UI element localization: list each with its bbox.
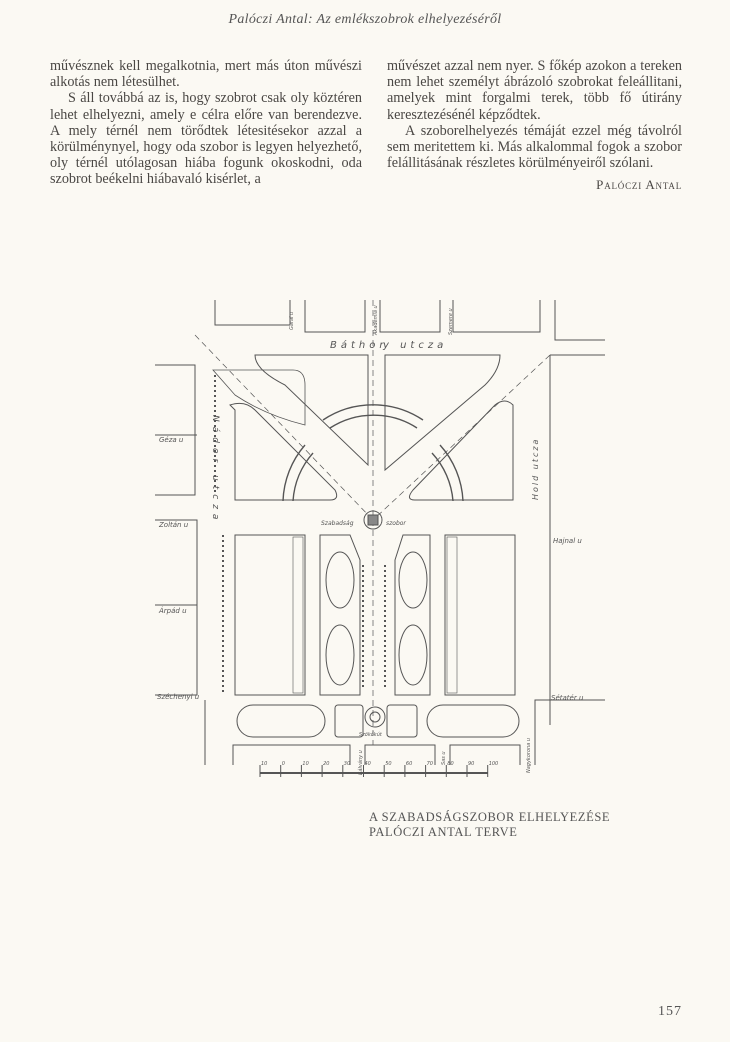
top-blocks — [214, 300, 605, 341]
label-hajnal: Hajnal u — [553, 537, 582, 545]
scale-tick-label: 20 — [323, 761, 329, 767]
caption-line: PALÓCZI ANTAL TERVE — [369, 825, 518, 839]
paragraph: S áll továbbá az is, hogy szobrot csak o… — [50, 90, 362, 188]
label-zoltan: Zoltán u — [158, 521, 189, 529]
label-bathory: Báthor — [330, 339, 387, 351]
label-szemere: Szemere u — [448, 308, 454, 335]
label-nagykorona: Nagykorona u — [526, 738, 532, 773]
label-utcza: y utcza — [382, 340, 447, 351]
author-signature: Palóczi Antal — [596, 177, 682, 193]
paragraph: művésznek kell megalkotnia, mert más úto… — [50, 58, 362, 91]
paragraph: művészet azzal nem nyer. S főkép azokon … — [387, 58, 682, 123]
figure-caption: A SZABADSÁGSZOBOR ELHELYEZÉSE PALÓCZI AN… — [369, 810, 610, 840]
label-szabadsag: Szabadság — [321, 520, 354, 527]
label-szechenyi: Széchenyi u — [157, 693, 200, 701]
scale-tick-label: 10 — [261, 761, 267, 767]
scale-tick-label: 90 — [468, 761, 474, 767]
scale-tick-label: 10 — [302, 761, 308, 767]
label-sas: Sas u — [441, 751, 447, 765]
scale-tick-label: 70 — [427, 761, 433, 767]
label-hold: Hold utcza — [531, 438, 540, 500]
scale-tick-label: 100 — [489, 761, 499, 767]
scale-tick-label: 50 — [385, 761, 391, 767]
label-nador: Nádor utcza — [210, 415, 220, 524]
running-header: Palóczi Antal: Az emlékszobrok elhelyezé… — [228, 12, 502, 27]
label-arpad: Árpád u — [158, 606, 187, 615]
bottom-blocks — [204, 699, 605, 765]
upper-blocks — [155, 354, 605, 725]
scale-tick-label: 80 — [447, 761, 453, 767]
right-text-column: művészet azzal nem nyer. S főkép azokon … — [387, 58, 682, 194]
scale-tick-label: 40 — [365, 761, 371, 767]
label-akademia: Akadémia u — [372, 305, 379, 336]
label-setater: Sétatér u — [551, 694, 584, 702]
caption-line: A SZABADSÁGSZOBOR ELHELYEZÉSE — [369, 810, 611, 824]
scale-tick-label: 60 — [406, 761, 412, 767]
label-garai: Garai u — [289, 312, 295, 330]
statue-marker — [363, 510, 383, 530]
middle-blocks — [155, 375, 516, 696]
left-text-column: művésznek kell megalkotnia, mert más úto… — [50, 58, 362, 188]
label-balvany: Bálvány u — [357, 750, 364, 775]
label-szokokut: Szökőkút — [359, 731, 383, 738]
paragraph: A szoborelhelyezés témáját ezzel még táv… — [387, 122, 682, 172]
page-number: 157 — [658, 1004, 682, 1019]
scale-tick-label: 0 — [282, 761, 285, 767]
label-geza: Géza u — [159, 436, 184, 444]
label-szobor: szobor — [386, 520, 406, 527]
map-labels: Báthor y utcza Géza u Zoltán u Árpád u S… — [157, 305, 584, 775]
scale-tick-label: 30 — [344, 761, 350, 767]
plaza-arcs — [282, 404, 464, 502]
